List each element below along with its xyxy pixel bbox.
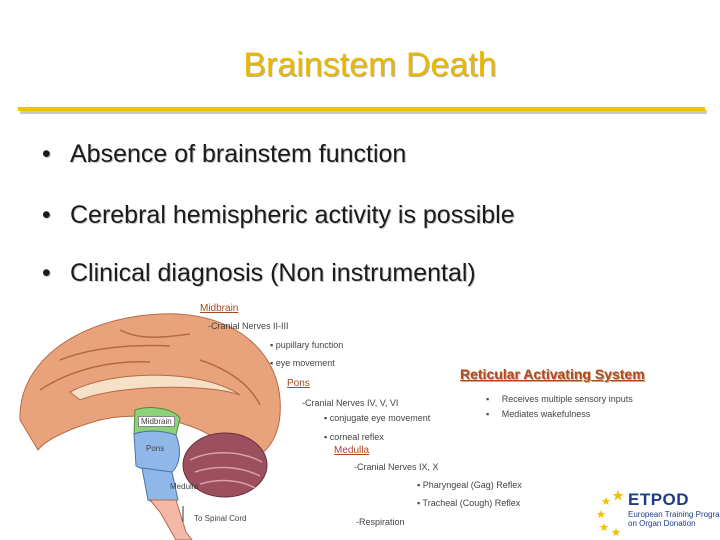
slide-title: Brainstem Death	[243, 46, 497, 84]
spinal-pointer	[182, 506, 184, 522]
spinal-cord	[148, 499, 193, 540]
brain-label-medulla: Medulla	[170, 482, 199, 491]
logo-name: ETPOD	[628, 490, 690, 509]
medulla-item: ▪ Tracheal (Cough) Reflex	[417, 498, 520, 508]
ras-item: ▪ Receives multiple sensory inputs	[486, 394, 633, 404]
item-bullet: ▪	[324, 432, 328, 442]
item-bullet: ▪	[324, 413, 328, 423]
item-text: pupillary function	[275, 340, 344, 350]
midbrain-heading: Midbrain	[200, 303, 239, 314]
item-text: eye movement	[275, 358, 335, 368]
medulla-nerves: -Cranial Nerves IX, X	[354, 462, 439, 472]
title-underline	[18, 107, 705, 111]
medulla-extra: -Respiration	[356, 517, 405, 527]
ras-heading: Reticular Activating System	[460, 366, 645, 382]
item-bullet: ▪	[417, 480, 421, 490]
item-text: Tracheal (Cough) Reflex	[422, 498, 521, 508]
bullet-dot: •	[42, 201, 51, 229]
item-text: Mediates wakefulness	[501, 409, 591, 419]
brain-label-midbrain: Midbrain	[138, 416, 175, 427]
medulla-heading: Medulla	[334, 445, 370, 456]
pons-nerves: -Cranial Nerves IV, V, VI	[302, 398, 399, 408]
pons-item: ▪ corneal reflex	[324, 432, 384, 442]
item-bullet: ▪	[270, 358, 274, 368]
bullet-text: Absence of brainstem function	[70, 140, 407, 168]
etpod-stars-icon	[596, 490, 624, 536]
item-bullet: ▪	[270, 340, 274, 350]
bullet-item: • Cerebral hemispheric activity is possib…	[42, 201, 515, 230]
item-bullet: ▪	[486, 394, 490, 404]
logo-tagline-line: on Organ Donation	[628, 519, 696, 528]
item-text: conjugate eye movement	[329, 413, 431, 423]
brain-diagram	[19, 313, 281, 540]
item-text: corneal reflex	[329, 432, 384, 442]
item-text: Receives multiple sensory inputs	[501, 394, 633, 404]
medulla-item: ▪ Pharyngeal (Gag) Reflex	[417, 480, 522, 490]
bullet-item: • Clinical diagnosis (Non instrumental)	[42, 259, 476, 288]
item-bullet: ▪	[417, 498, 421, 508]
brain-label-pons: Pons	[146, 444, 165, 453]
bullet-dot: •	[42, 259, 51, 287]
midbrain-item: ▪ pupillary function	[270, 340, 343, 350]
cerebellum	[182, 432, 268, 498]
logo-tagline-line: European Training Program	[628, 510, 720, 519]
item-bullet: ▪	[486, 409, 490, 419]
bullet-text: Cerebral hemispheric activity is possibl…	[70, 201, 515, 229]
bullet-item: • Absence of brainstem function	[42, 140, 406, 169]
pons-item: ▪ conjugate eye movement	[324, 413, 430, 423]
midbrain-item: ▪ eye movement	[270, 358, 335, 368]
bullet-dot: •	[42, 140, 51, 168]
brain-label-spinal-cord: To Spinal Cord	[194, 514, 247, 523]
bullet-text: Clinical diagnosis (Non instrumental)	[70, 259, 476, 287]
ras-item: ▪ Mediates wakefulness	[486, 409, 590, 419]
pons-heading: Pons	[287, 378, 310, 389]
midbrain-nerves: -Cranial Nerves II-III	[208, 321, 289, 331]
logo-tagline: European Training Program on Organ Donat…	[628, 510, 720, 528]
item-text: Pharyngeal (Gag) Reflex	[422, 480, 522, 490]
